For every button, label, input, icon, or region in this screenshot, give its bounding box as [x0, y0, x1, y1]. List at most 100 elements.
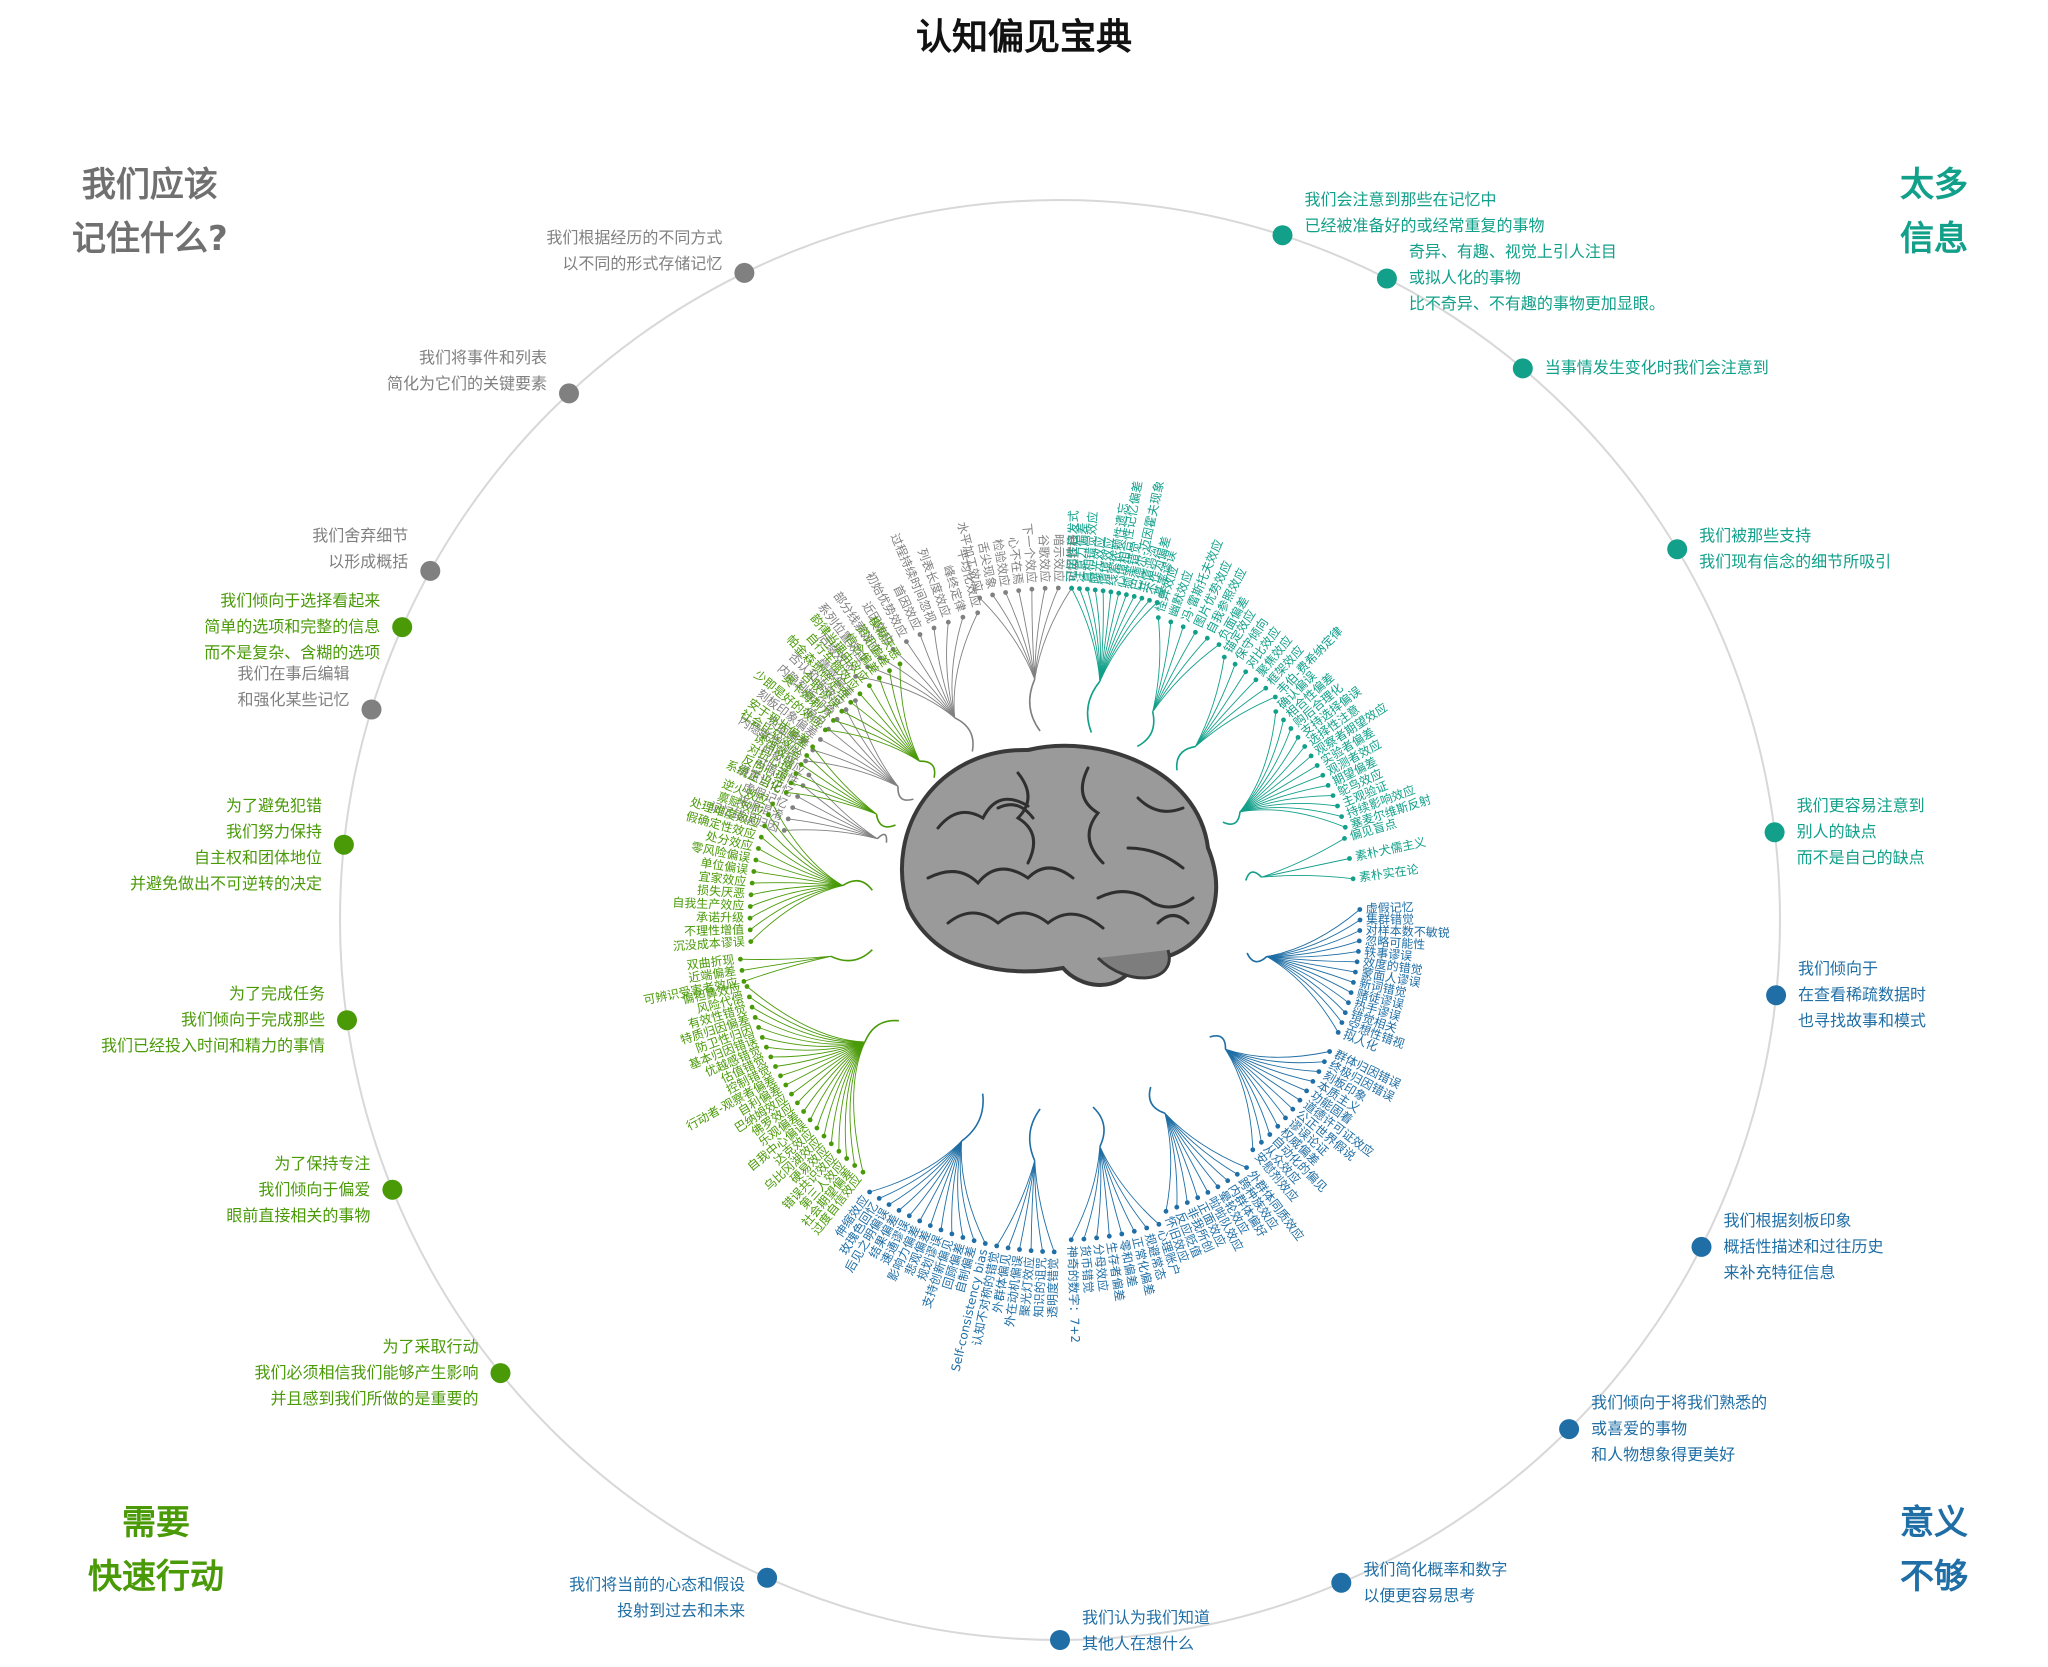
bias-branch-line	[761, 836, 843, 887]
bias-branch-line	[919, 634, 956, 718]
bias-branch-line	[853, 1041, 866, 1173]
bias-branch-line	[752, 882, 843, 887]
bias-branch-line	[746, 986, 865, 1043]
category-dot	[757, 1567, 778, 1588]
trunk-line	[1148, 1086, 1166, 1115]
bias-node	[886, 1202, 892, 1207]
bias-node	[1342, 824, 1348, 830]
category-line: 我们舍弃细节	[312, 525, 409, 545]
bias-node	[990, 592, 995, 598]
bias-node	[1017, 1247, 1022, 1252]
bias-branch-line	[849, 1041, 866, 1166]
bias-label: 下一个效应	[1020, 523, 1040, 584]
category-label-memory-1: 我们根据经历的不同方式以不同的形式存储记忆	[546, 225, 722, 277]
bias-branch-line	[845, 709, 899, 787]
bias-node	[887, 668, 892, 674]
category-line: 我们倾向于完成那些	[181, 1010, 326, 1030]
bias-branch-line	[979, 597, 1036, 680]
category-dot	[361, 699, 382, 720]
bias-node	[1322, 1059, 1327, 1065]
bias-branch-line	[1152, 617, 1161, 712]
category-label-meaning-5: 我们认为我们知道其他人在想什么	[1082, 1605, 1210, 1657]
bias-node	[762, 823, 767, 829]
bias-node	[852, 1163, 858, 1168]
bias-node	[1144, 1225, 1150, 1231]
bias-node	[789, 1091, 794, 1097]
bias-node	[1281, 717, 1286, 723]
bias-branch-line	[1164, 1113, 1178, 1208]
bias-node	[1215, 1184, 1221, 1190]
bias-branch-line	[1152, 621, 1172, 712]
bias-node	[876, 1196, 882, 1201]
bias-node	[1232, 661, 1238, 667]
bias-node	[1314, 763, 1320, 768]
bias-node	[1184, 1200, 1190, 1205]
bias-node	[1356, 949, 1361, 954]
bias-node	[1295, 735, 1301, 740]
branch-meaning-6: Self-consistency bias自制偏差回顾偏差支持创新偏见规划谬误悲…	[832, 1093, 990, 1373]
bias-node	[1357, 928, 1363, 933]
category-dot	[333, 834, 354, 855]
bias-branch-line	[1239, 807, 1342, 818]
bias-node	[844, 1156, 850, 1161]
category-line: 其他人在想什么	[1082, 1634, 1195, 1653]
bias-branch-line	[741, 955, 831, 971]
bias-label: 沉没成本谬误	[672, 934, 745, 954]
category-line: 奇异、有趣、视觉上引人注目	[1408, 242, 1617, 262]
bias-node	[1327, 1049, 1332, 1054]
bias-node	[766, 812, 771, 818]
bias-node	[839, 708, 845, 714]
bias-node	[1156, 1221, 1162, 1227]
trunk-line	[1246, 952, 1268, 963]
category-dot	[1764, 822, 1785, 843]
category-dot	[392, 617, 413, 638]
category-label-action-1: 为了采取行动我们必须相信我们能够产生影响并且感到我们所做的是重要的	[254, 1334, 478, 1412]
bias-branch-line	[825, 729, 920, 762]
branch-meaning-1: 虚假记忆集群错觉对样本数不敏锐忽略可能性轶事谬误效度的错觉蒙面人谬误新词错觉赌徒…	[1246, 900, 1450, 1054]
bias-branch-line	[841, 710, 920, 762]
bias-branch-line	[1195, 679, 1257, 747]
bias-branch-line	[753, 871, 843, 887]
category-dot	[420, 560, 441, 581]
bias-node	[1273, 709, 1279, 714]
bias-node	[1163, 1208, 1169, 1214]
trunk-line	[876, 833, 888, 843]
branch-info-4: 确认偏误相合性偏差购后合理化支持选择偏误选择性注意观察者期望效应实验者偏差观测者…	[1222, 668, 1433, 832]
bias-branch-line	[1031, 589, 1036, 680]
bias-node	[1108, 589, 1114, 595]
bias-branch-line	[803, 1041, 866, 1112]
bias-node	[865, 664, 870, 670]
bias-node	[773, 1064, 778, 1069]
bias-node	[896, 1208, 902, 1213]
bias-node	[1092, 587, 1098, 593]
bias-branch-line	[762, 1036, 866, 1047]
bias-node	[756, 846, 761, 851]
trunk-line	[1028, 678, 1041, 732]
bias-branch-line	[790, 782, 877, 815]
category-line: 我们简化概率和数字	[1363, 1559, 1508, 1579]
bias-branch-line	[1239, 737, 1299, 813]
category-label-action-2: 为了保持专注我们倾向于偏爱眼前直接相关的事物	[226, 1151, 370, 1229]
bias-node	[857, 691, 863, 697]
bias-node	[1259, 1139, 1264, 1145]
bias-branch-line	[1034, 587, 1072, 680]
bias-label: 忽略可能性	[1365, 933, 1426, 952]
category-line: 我们更容易注意到	[1796, 796, 1925, 816]
category-line: 我们在事后编辑	[237, 664, 350, 684]
category-label-info-3: 当事情发生变化时我们会注意到	[1545, 355, 1769, 381]
bias-branch-line	[855, 675, 955, 719]
category-line: 以便更容易思考	[1363, 1585, 1476, 1605]
bias-node	[1193, 629, 1198, 635]
bias-branch-line	[1164, 1113, 1219, 1188]
bias-branch-line	[1266, 956, 1343, 1023]
bias-branch-line	[869, 685, 920, 762]
bias-branch-line	[1239, 809, 1346, 828]
brain-shape	[899, 743, 1219, 987]
bias-node	[1283, 1115, 1288, 1121]
brain-fold	[946, 911, 1105, 930]
category-line: 以形成概括	[328, 551, 409, 571]
bias-node	[890, 646, 896, 652]
bias-branch-line	[755, 859, 843, 887]
